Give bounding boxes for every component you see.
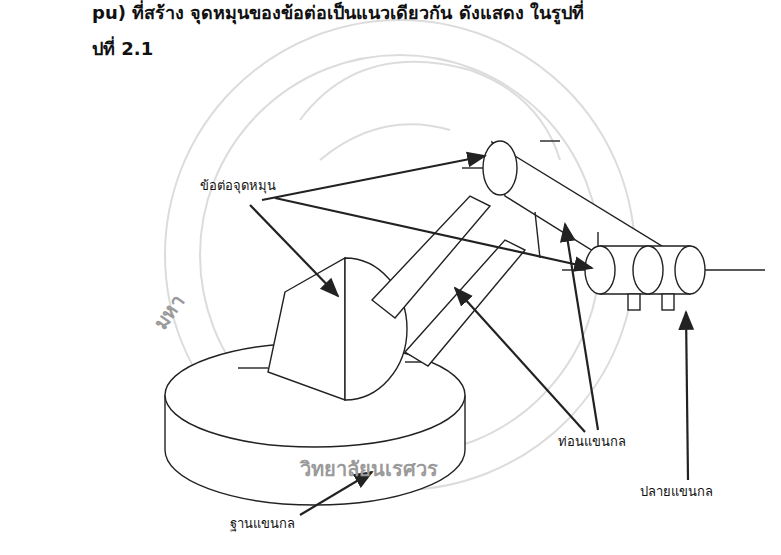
leader-arrows: [250, 156, 688, 515]
watermark-text: วิทยาลัยนเรศวร: [300, 457, 438, 481]
part-label: ท่อนแขนกล: [558, 434, 626, 450]
part-label: ข้อต่อจุดหมุน: [200, 178, 276, 194]
watermark-seal: [165, 20, 635, 490]
robot-arm-drawing: [165, 141, 765, 505]
body-text: pu) ที่สร้าง จุดหมุนของข้อต่อเป็นแนวเดีย…: [92, 2, 584, 24]
part-label: ฐานแขนกล: [230, 516, 295, 532]
watermark-text: มหา: [148, 290, 189, 334]
figure-reference: ปที่ 2.1: [92, 38, 153, 60]
part-label: ปลายแขนกล: [640, 484, 713, 500]
